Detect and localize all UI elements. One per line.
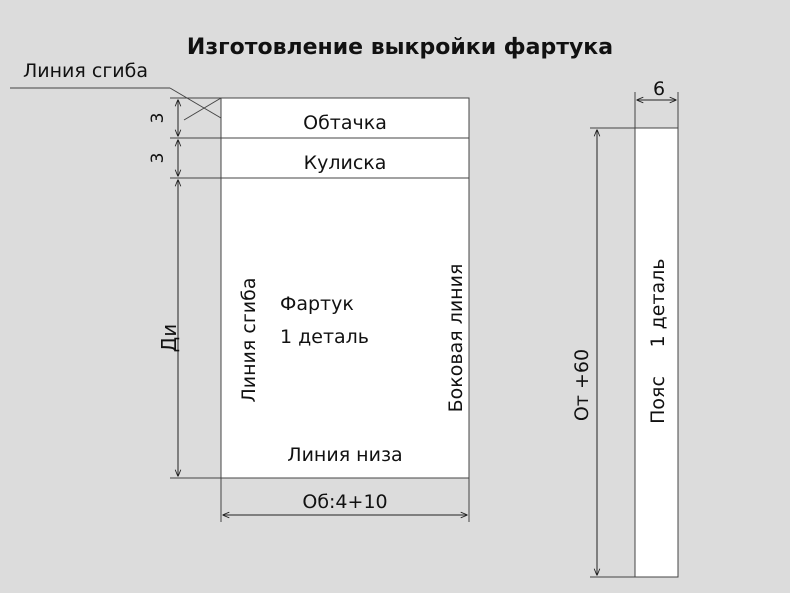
fold-line-vertical-label: Линия сгиба: [238, 277, 260, 402]
belt-width-dimension: [634, 92, 679, 128]
channel-label: Кулиска: [304, 152, 387, 174]
belt-width-label: 6: [653, 78, 665, 100]
fold-corner-tick: [183, 97, 222, 121]
apron-width-label: Об:4+10: [302, 491, 387, 513]
belt-piece: [634, 127, 679, 578]
left-dimensions: [170, 97, 221, 479]
belt-name-label: Пояс: [647, 376, 669, 424]
width-dimension: [220, 478, 470, 522]
channel-section: [220, 137, 470, 179]
apron-name-label: Фартук: [280, 293, 354, 315]
apron-pattern: [220, 97, 470, 479]
fold-line-top-label: Линия сгиба: [23, 60, 148, 82]
apron-body: [220, 177, 470, 479]
hem-line-label: Линия низа: [287, 444, 402, 466]
belt-count-label: 1 деталь: [647, 258, 669, 347]
side-line-label: Боковая линия: [445, 264, 467, 413]
facing-label: Обтачка: [303, 112, 387, 134]
diagram-title: Изготовление выкройки фартука: [187, 35, 613, 60]
apron-count-label: 1 деталь: [280, 326, 369, 348]
belt-length-label: От +60: [571, 349, 593, 421]
channel-height-label: 3: [148, 153, 168, 164]
facing-section: [220, 97, 470, 139]
facing-height-label: 3: [148, 113, 168, 124]
apron-length-label: Ди: [157, 324, 181, 353]
belt-length-dimension: [590, 127, 635, 578]
fold-line-pointer: [169, 87, 222, 119]
